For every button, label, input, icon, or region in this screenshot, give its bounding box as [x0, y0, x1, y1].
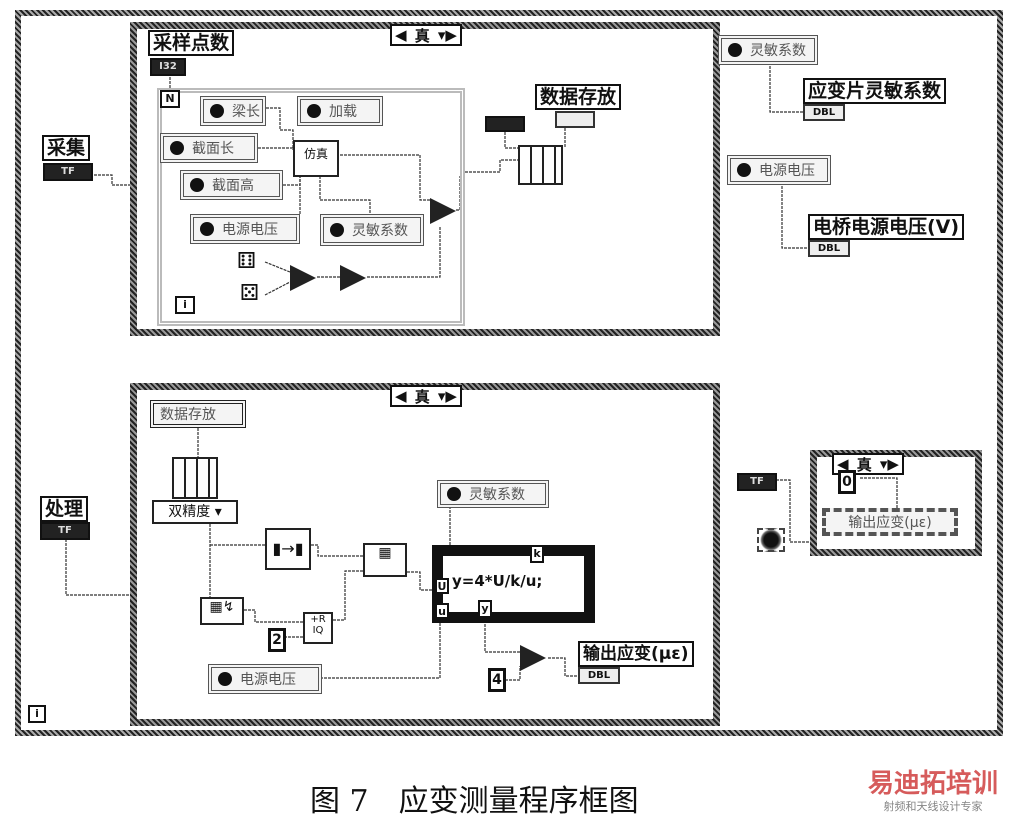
- stop-button-control[interactable]: [757, 528, 785, 552]
- local-output-strain[interactable]: 输出应变(με): [822, 508, 958, 536]
- watermark-logo: 易迪拓培训 射频和天线设计专家: [868, 769, 999, 813]
- local-voltage-right[interactable]: 电源电压: [727, 155, 831, 185]
- acquire-label: 采集: [42, 135, 91, 161]
- local-sensitivity[interactable]: 灵敏系数: [320, 214, 424, 246]
- samples-constant[interactable]: I32: [150, 58, 186, 76]
- constant-four[interactable]: 4: [488, 668, 506, 692]
- chevron-down-icon[interactable]: ▾▶: [437, 26, 457, 44]
- case-left-arrow-icon[interactable]: ◀: [837, 455, 849, 473]
- local-supply-voltage[interactable]: 电源电压: [190, 214, 300, 244]
- random-number-dice-icon: ⚅: [237, 249, 257, 274]
- acquire-boolean-constant[interactable]: TF: [43, 163, 93, 181]
- multiply-icon: [430, 198, 456, 224]
- multiply-icon: [340, 265, 366, 291]
- output-case-selector[interactable]: ◀真▾▶: [832, 453, 904, 475]
- output-strain-indicator: DBL: [578, 667, 620, 684]
- read-spreadsheet-file-icon[interactable]: [172, 457, 218, 499]
- precision-dropdown[interactable]: 双精度 ▾: [152, 500, 238, 524]
- build-array-icon[interactable]: ▦: [363, 543, 407, 577]
- acquire-case-structure: [130, 22, 720, 336]
- formula-node[interactable]: [432, 545, 595, 623]
- write-spreadsheet-file-icon[interactable]: [518, 145, 563, 185]
- sensitivity-indicator-label: 应变片灵敏系数: [803, 78, 947, 104]
- bridge-voltage-indicator: DBL: [808, 240, 850, 257]
- case-left-arrow-icon[interactable]: ◀: [395, 26, 407, 44]
- multiply-icon: [290, 265, 316, 291]
- output-boolean-constant[interactable]: TF: [737, 473, 777, 491]
- constant-zero[interactable]: 0: [838, 470, 856, 494]
- formula-input-U: U: [435, 578, 449, 594]
- for-iteration-terminal: i: [175, 296, 195, 314]
- while-iteration-terminal: i: [28, 705, 46, 723]
- transpose-array-icon[interactable]: ▮→▮: [265, 528, 311, 570]
- sensitivity-indicator: DBL: [803, 104, 845, 121]
- path-indicator: [555, 111, 595, 128]
- index-array-icon[interactable]: ▦↯: [200, 597, 244, 625]
- chevron-down-icon[interactable]: ▾▶: [879, 455, 899, 473]
- path-constant[interactable]: [485, 116, 525, 132]
- for-loop: [157, 88, 465, 326]
- formula-input-u: u: [435, 603, 449, 619]
- bridge-voltage-indicator-label: 电桥电源电压(V): [808, 214, 965, 240]
- case-left-arrow-icon[interactable]: ◀: [395, 387, 407, 405]
- data-store-label: 数据存放: [535, 84, 622, 110]
- local-beam-length[interactable]: 梁长: [200, 96, 266, 126]
- process-case-selector[interactable]: ◀真▾▶: [390, 385, 462, 407]
- formula-output-y: y: [478, 600, 492, 618]
- local-load[interactable]: 加载: [297, 96, 383, 126]
- process-label: 处理: [40, 496, 89, 522]
- local-sensitivity-right[interactable]: 灵敏系数: [718, 35, 818, 65]
- local-sensitivity-process[interactable]: 灵敏系数: [437, 480, 549, 508]
- local-section-length[interactable]: 截面长: [160, 133, 258, 163]
- acquire-case-selector[interactable]: ◀真▾▶: [390, 24, 462, 46]
- local-section-height[interactable]: 截面高: [180, 170, 283, 200]
- random-number-dice-icon: ⚄: [240, 281, 260, 306]
- samples-label: 采样点数: [148, 30, 235, 56]
- process-boolean-constant[interactable]: TF: [40, 522, 90, 540]
- simulate-subvi[interactable]: 仿真: [293, 140, 339, 177]
- for-count-terminal: N: [160, 90, 180, 108]
- chevron-down-icon[interactable]: ▾▶: [437, 387, 457, 405]
- constant-two[interactable]: 2: [268, 628, 286, 652]
- multiply-icon: [520, 645, 546, 671]
- local-data-store[interactable]: 数据存放: [150, 400, 246, 428]
- output-strain-label: 输出应变(με): [578, 641, 694, 667]
- formula-text: y=4*U/k/u;: [452, 572, 543, 590]
- local-voltage-process[interactable]: 电源电压: [208, 664, 322, 694]
- formula-input-k: k: [530, 545, 544, 563]
- figure-caption: 图 7 应变测量程序框图: [310, 784, 639, 819]
